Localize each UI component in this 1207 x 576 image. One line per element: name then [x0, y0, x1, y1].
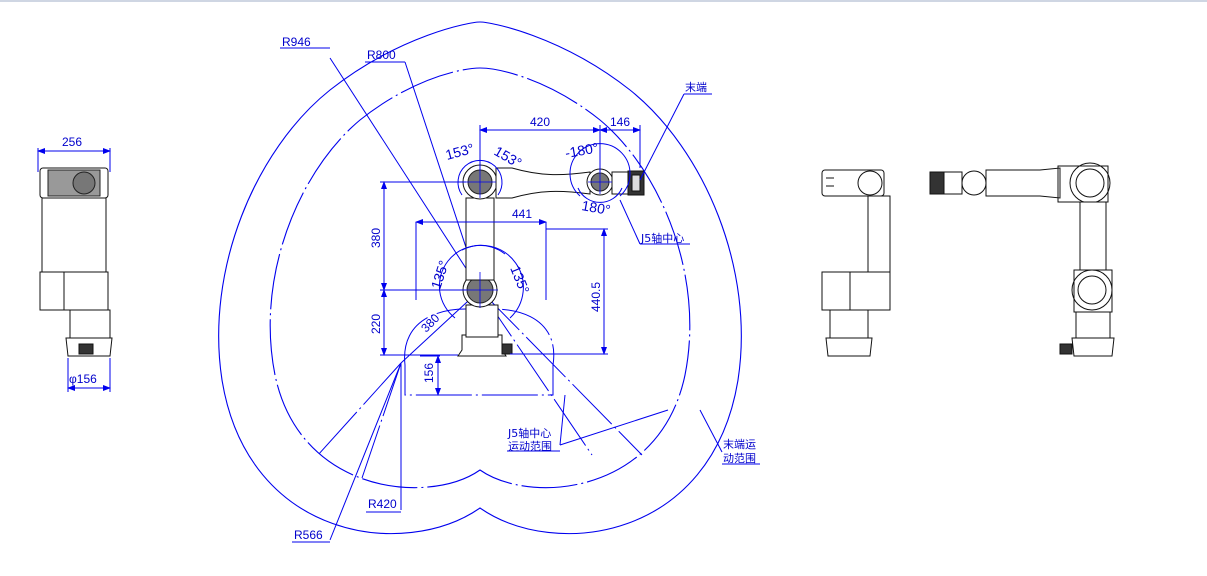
end-flange-face	[631, 174, 641, 192]
right-view-wrist-joint	[961, 170, 987, 196]
end-effector-range-boundary	[218, 21, 742, 535]
front-view-joint-circle	[72, 171, 96, 195]
l380-vertical-label: 380	[369, 228, 383, 248]
front-view-base-column	[69, 309, 111, 339]
end-effector-note: 末端	[685, 80, 707, 94]
base-flange	[457, 334, 507, 357]
l441-label: 441	[512, 207, 532, 221]
l146-label: 146	[610, 115, 630, 129]
side-view-slot	[826, 177, 834, 187]
sector-ray-right-inner	[479, 289, 593, 456]
wrist-angle-top-label: -180°	[564, 139, 600, 161]
r566-leader	[329, 362, 402, 541]
shoulder-angle-arc-left	[438, 244, 506, 319]
r800-label: R800	[367, 48, 396, 62]
right-view-base-foot	[1071, 337, 1115, 357]
j5-range-note-line1: J5轴中心	[507, 426, 551, 440]
shoulder-angle-arc-right	[461, 244, 524, 319]
right-view-wrist-link	[943, 171, 963, 195]
elbow-angle-left-label: 153°	[444, 140, 476, 163]
r566-label: R566	[294, 528, 323, 542]
l156-label: 156	[422, 363, 436, 383]
wrist-link	[611, 171, 629, 195]
end-range-note-leader	[699, 409, 723, 453]
l220-label: 220	[369, 314, 383, 334]
j5-center-note: J5轴中心	[640, 231, 684, 245]
l420-label: 420	[530, 115, 550, 129]
j5-center-range-boundary	[269, 67, 691, 489]
side-view-base-foot	[825, 337, 873, 357]
right-view-elbow-joint	[1075, 168, 1105, 198]
j5-range-note-leader-a	[559, 409, 669, 446]
j5-range-note-line2: 运动范围	[508, 439, 552, 453]
side-view-joint	[857, 170, 883, 196]
side-view-base-column	[829, 309, 869, 339]
forearm-link	[495, 167, 591, 199]
l440-5-label: 440.5	[589, 282, 603, 312]
front-view-width-label: 256	[62, 135, 82, 149]
r946-label: R946	[282, 35, 311, 49]
side-view-shoulder	[821, 271, 891, 311]
base-connector	[501, 343, 513, 355]
right-view-forearm	[985, 167, 1061, 199]
right-view-upper-arm	[1079, 201, 1107, 271]
r946-leader	[329, 57, 481, 291]
sector-ray-left-inner	[361, 362, 402, 479]
front-view: 256 φ156	[37, 135, 113, 392]
side-view-upper-arm	[867, 195, 891, 277]
l380-diagonal-dim	[400, 289, 481, 364]
shoulder-angle-left-label: 135°	[428, 258, 452, 290]
side-view	[821, 169, 891, 357]
l380-diagonal-label: 380	[418, 311, 442, 335]
shoulder-angle-right-label: 135°	[507, 263, 533, 296]
front-view-connector	[78, 343, 94, 355]
upper-arm-link	[465, 197, 495, 281]
j5-range-note-leader-b	[559, 394, 566, 446]
elbow-angle-right-label: 153°	[492, 143, 525, 171]
front-view-shoulder	[39, 271, 109, 311]
end-range-note-line2: 动范围	[723, 451, 756, 465]
wrist-angle-bottom-label: 180°	[580, 197, 611, 218]
j5-center-note-leader	[619, 199, 641, 245]
base-column	[465, 304, 499, 338]
workspace-view: R946 R800 R420 R566 380	[218, 21, 760, 543]
right-view-connector	[1059, 343, 1073, 355]
sector-ray-left	[317, 362, 402, 456]
right-view	[929, 162, 1115, 357]
right-view-flange	[929, 171, 945, 195]
end-effector-note-leader	[639, 93, 685, 181]
r420-label: R420	[368, 497, 397, 511]
end-range-note-line1: 末端运	[723, 437, 756, 451]
wrist-angle-arc-bottom	[577, 187, 623, 203]
right-view-base-column	[1075, 311, 1111, 339]
right-view-shoulder-joint	[1077, 275, 1107, 305]
front-view-diameter-label: φ156	[69, 372, 97, 386]
